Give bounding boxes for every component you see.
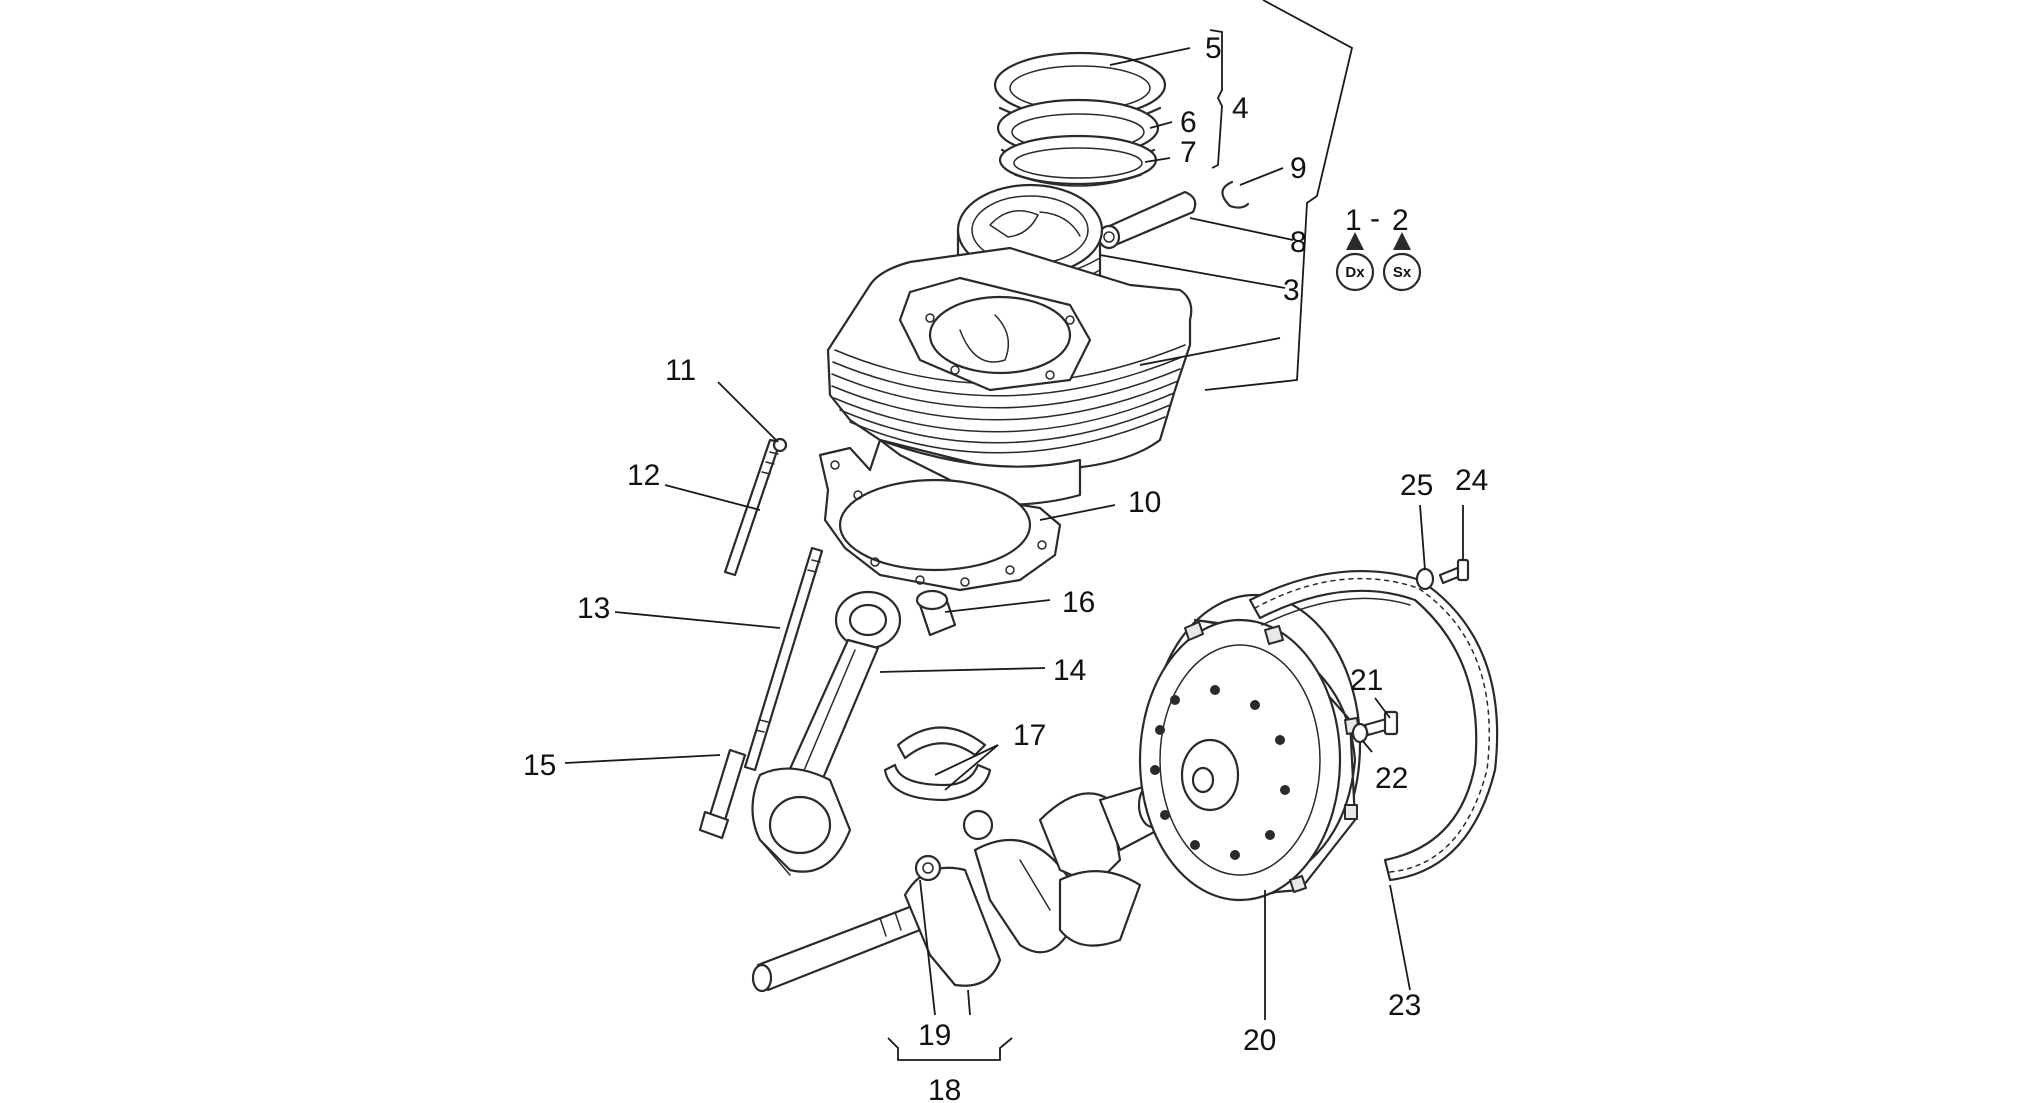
callout-labels: 5 4 6 7 9 1 - 2 8 3 11 12 10 16 13 14 17… xyxy=(523,32,1488,1103)
callout-7: 7 xyxy=(1180,136,1197,169)
callout-9: 9 xyxy=(1290,152,1307,185)
callout-6: 6 xyxy=(1180,106,1197,139)
callout-17: 17 xyxy=(1013,719,1046,752)
piston-pin xyxy=(1097,190,1197,250)
base-gasket xyxy=(818,438,1062,592)
callout-16: 16 xyxy=(1062,586,1095,619)
callout-1: 1 xyxy=(1345,204,1362,237)
callout-dash: - xyxy=(1370,202,1380,235)
washer xyxy=(1351,722,1369,744)
conrod-bolt xyxy=(698,748,747,840)
piston-ring-set xyxy=(993,51,1167,187)
ring-gear-screw xyxy=(1438,558,1470,585)
callout-10: 10 xyxy=(1128,486,1161,519)
callout-5: 5 xyxy=(1205,32,1222,65)
callout-13: 13 xyxy=(577,592,610,625)
callout-4: 4 xyxy=(1232,92,1249,125)
callout-8: 8 xyxy=(1290,226,1307,259)
callout-22: 22 xyxy=(1375,762,1408,795)
callout-23: 23 xyxy=(1388,989,1421,1022)
callout-14: 14 xyxy=(1053,654,1086,687)
bracket-group-1-2 xyxy=(1204,0,1354,391)
bracket-group-18 xyxy=(887,1037,1013,1061)
connecting-rod xyxy=(751,590,902,876)
callout-25: 25 xyxy=(1400,469,1433,502)
callout-20: 20 xyxy=(1243,1024,1276,1057)
left-side-badge-label: Sx xyxy=(1393,264,1412,281)
callout-24: 24 xyxy=(1455,464,1488,497)
flywheel xyxy=(1138,593,1362,902)
leader-lines xyxy=(564,47,1464,1020)
circlip xyxy=(1221,180,1250,209)
callout-19: 19 xyxy=(918,1019,951,1052)
callout-12: 12 xyxy=(627,459,660,492)
bracket-group-4 xyxy=(1209,29,1223,169)
bearing-shells xyxy=(883,726,992,802)
small-end-bush xyxy=(915,589,957,637)
callout-15: 15 xyxy=(523,749,556,782)
callout-21: 21 xyxy=(1350,664,1383,697)
left-side-badge: Sx xyxy=(1382,232,1422,292)
flywheel-screw xyxy=(1363,710,1399,737)
callout-11: 11 xyxy=(665,354,696,387)
ring-gear-washer xyxy=(1415,567,1435,591)
callout-2: 2 xyxy=(1392,204,1409,237)
callout-3: 3 xyxy=(1283,274,1300,307)
long-stud xyxy=(743,546,824,772)
right-side-badge-label: Dx xyxy=(1345,264,1365,281)
cylinder xyxy=(826,246,1193,506)
callout-18: 18 xyxy=(928,1074,961,1103)
right-side-badge: Dx xyxy=(1335,232,1375,292)
